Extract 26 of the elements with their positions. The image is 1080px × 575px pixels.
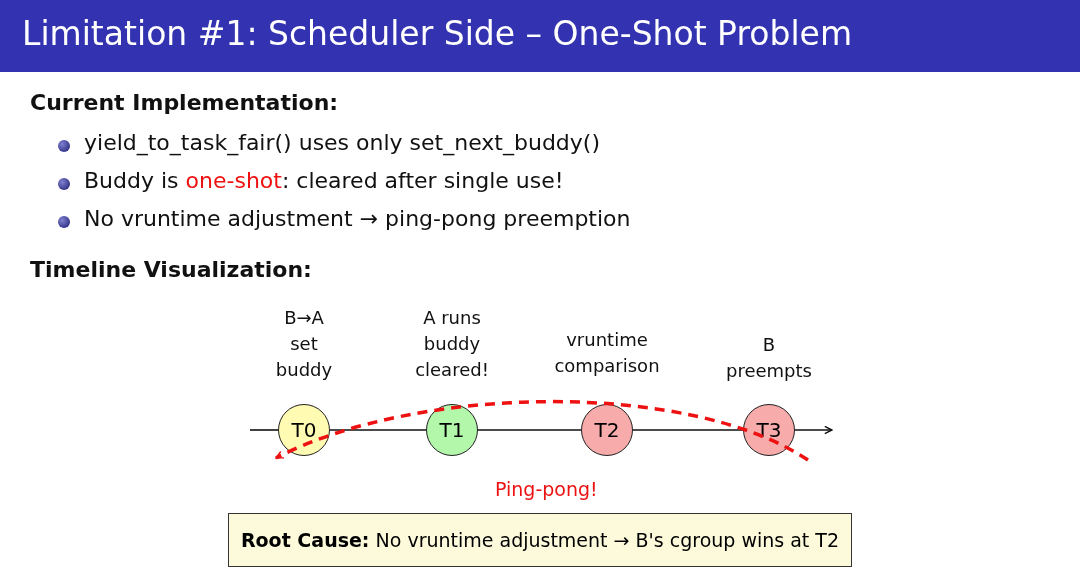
bullet-text: No vruntime adjustment → ping-pong preemption: [84, 206, 631, 231]
timeline-line: [632, 429, 744, 431]
time-label: T1: [439, 418, 465, 442]
time-label: T2: [594, 418, 620, 442]
dashed-arrow: [275, 399, 809, 462]
note-box: [228, 513, 852, 567]
time-point-circle: [743, 404, 795, 456]
event-caption: vruntime comparison: [553, 328, 661, 378]
section-heading: Timeline Visualization:: [30, 257, 312, 282]
slide-title: Limitation #1: Scheduler Side – One-Shot Problem: [22, 14, 853, 53]
timeline-arrow: [794, 425, 833, 435]
note-text: Root Cause: No vruntime adjustment → B's cgroup wins at T2: [240, 529, 840, 551]
time-point-circle: [426, 404, 478, 456]
event-caption: B→A set buddy: [274, 306, 334, 382]
section-heading: Current Implementation:: [30, 90, 339, 115]
time-point-circle: [581, 404, 633, 456]
timeline-line: [249, 429, 279, 431]
time-label: T0: [291, 418, 317, 442]
event-caption: A runs buddy cleared!: [414, 306, 490, 382]
event-caption: B preempts: [725, 333, 813, 383]
timeline-line: [329, 429, 427, 431]
timeline-line: [477, 429, 582, 431]
bullet-text: yield_to_task_fair() uses only set_next_buddy(): [84, 130, 600, 155]
time-point-circle: [278, 404, 330, 456]
time-label: T3: [756, 418, 782, 442]
bullet-text: Buddy is one-shot: cleared after single use!: [84, 168, 564, 193]
